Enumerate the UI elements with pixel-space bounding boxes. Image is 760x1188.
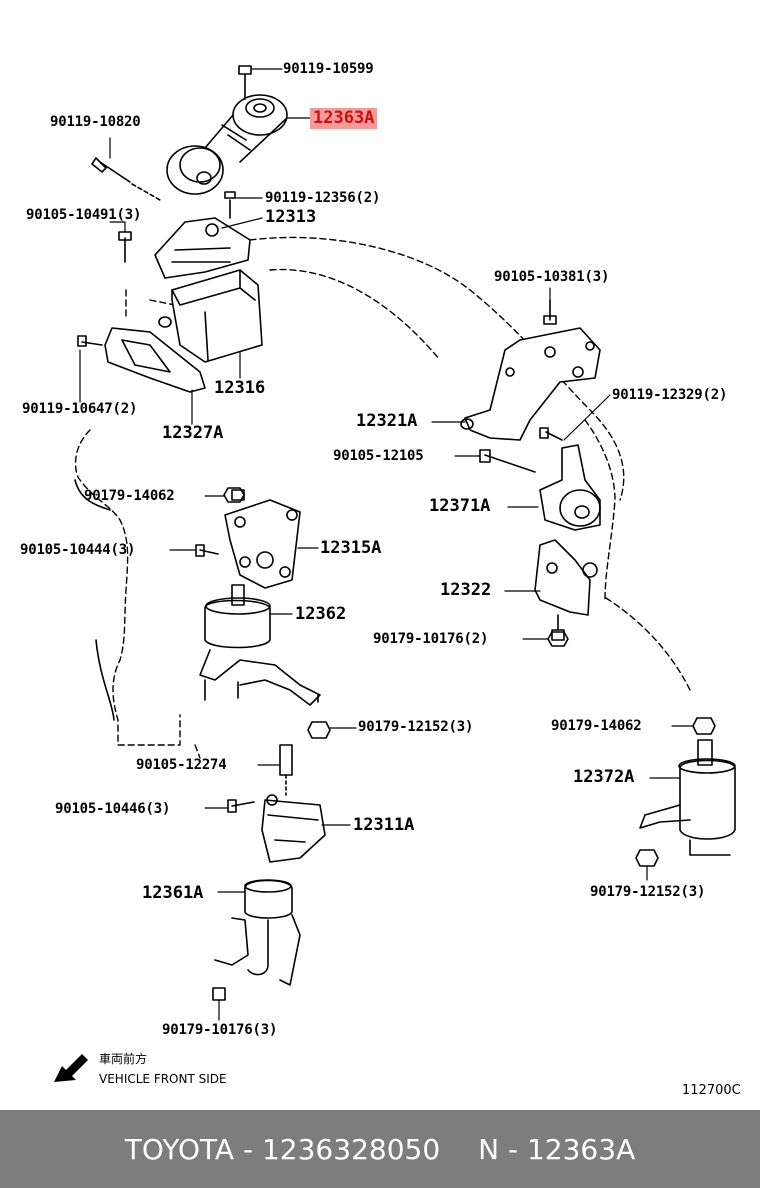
- nut-90179-12152: [307, 721, 331, 739]
- label-90119-10647[interactable]: 90119-10647(2): [22, 401, 138, 417]
- bracket-12313: [154, 191, 251, 279]
- label-12371A[interactable]: 12371A: [429, 496, 491, 516]
- label-90105-12274[interactable]: 90105-12274: [136, 757, 227, 773]
- torque-rod-12363A: [166, 65, 288, 195]
- label-12363A-highlighted[interactable]: 12363A: [310, 108, 378, 129]
- label-90105-10491[interactable]: 90105-10491(3): [26, 207, 142, 223]
- part-footer-bar: TOYOTA - 1236328050 N - 12363A: [0, 1110, 760, 1188]
- label-12361A[interactable]: 12361A: [142, 883, 204, 903]
- label-12315A[interactable]: 12315A: [320, 538, 382, 558]
- bracket-12321A: [460, 299, 601, 441]
- label-90119-12356[interactable]: 90119-12356(2): [265, 190, 381, 206]
- bolt-90119-10820: [91, 157, 131, 183]
- label-90179-10176-lower[interactable]: 90179-10176(3): [162, 1022, 278, 1038]
- label-12327A[interactable]: 12327A: [162, 423, 224, 443]
- label-90105-10444[interactable]: 90105-10444(3): [20, 542, 136, 558]
- label-12321A[interactable]: 12321A: [356, 411, 418, 431]
- label-12311A[interactable]: 12311A: [353, 815, 415, 835]
- label-90179-12152-lower[interactable]: 90179-12152(3): [590, 884, 706, 900]
- engine-solid-outline: [74, 479, 115, 721]
- label-90179-14062-lower[interactable]: 90179-14062: [551, 718, 642, 734]
- bolt-90105-10446: [227, 799, 255, 813]
- bolt-90119-10647: [77, 335, 103, 347]
- mount-12361A: [212, 879, 301, 1001]
- nut-90179-10176: [547, 631, 569, 647]
- label-12313[interactable]: 12313: [265, 207, 317, 227]
- engine-mount-diagram: [54, 65, 736, 1082]
- mount-12362: [199, 584, 321, 706]
- bolt-90105-12105: [479, 449, 536, 473]
- vehicle-front-arrow-icon: [54, 1054, 88, 1082]
- leader-lines: [79, 68, 694, 1021]
- mount-12372A: [635, 717, 736, 867]
- label-12362[interactable]: 12362: [295, 604, 347, 624]
- label-12322[interactable]: 12322: [440, 580, 492, 600]
- engine-outline: [74, 236, 691, 759]
- bracket-12327A: [104, 327, 206, 393]
- nut-90179-14062: [223, 487, 245, 503]
- direction-note-jp: 車両前方: [99, 1052, 148, 1066]
- direction-note-en: VEHICLE FRONT SIDE: [99, 1072, 227, 1086]
- footer-diagram-number: N - 12363A: [478, 1132, 636, 1166]
- bolt-90105-10491: [118, 231, 132, 263]
- bolt-90119-12329: [539, 427, 563, 441]
- label-90105-10446[interactable]: 90105-10446(3): [55, 801, 171, 817]
- footer-oem-number: TOYOTA - 1236328050: [124, 1132, 441, 1166]
- label-90105-10381[interactable]: 90105-10381(3): [494, 269, 610, 285]
- figure-id: 112700C: [682, 1083, 741, 1098]
- label-90179-14062-upper[interactable]: 90179-14062: [84, 488, 175, 504]
- label-90119-10820[interactable]: 90119-10820: [50, 114, 141, 130]
- bracket-12322: [534, 539, 598, 641]
- bracket-12311A: [261, 744, 326, 863]
- label-12316[interactable]: 12316: [214, 378, 266, 398]
- bolt-90105-10444: [195, 544, 219, 557]
- label-90119-12329[interactable]: 90119-12329(2): [612, 387, 728, 403]
- label-90105-12105[interactable]: 90105-12105: [333, 448, 424, 464]
- bracket-12315A: [224, 489, 301, 589]
- label-90179-12152-upper[interactable]: 90179-12152(3): [358, 719, 474, 735]
- mount-12316: [158, 269, 263, 363]
- label-12372A[interactable]: 12372A: [573, 767, 635, 787]
- label-90179-10176-upper[interactable]: 90179-10176(2): [373, 631, 489, 647]
- mount-12371A: [539, 444, 601, 531]
- label-90119-10599[interactable]: 90119-10599: [283, 61, 374, 77]
